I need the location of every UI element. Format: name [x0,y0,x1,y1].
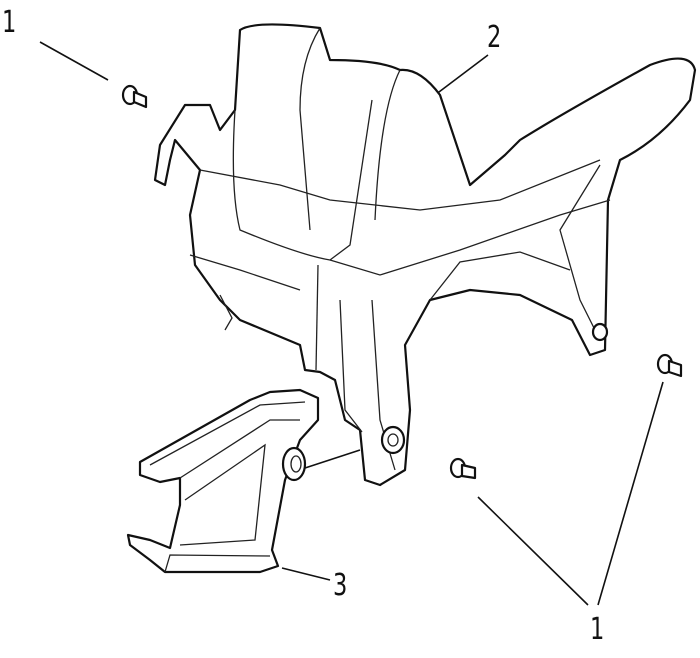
leader-line-3 [281,567,331,581]
screw-far-right [656,353,683,378]
leader-line-2 [434,54,489,96]
bracket-part-3 [126,388,320,574]
leader-line-1-top [39,41,109,81]
callout-label-2: 2 [487,20,502,55]
callout-label-1-top-left: 1 [2,5,17,40]
leader-line-1-bottom-a [477,496,589,606]
leader-line-1-bottom-b [597,381,664,606]
leader-line-3-to-2 [304,449,361,469]
fender-part-2 [153,23,697,487]
callout-label-3: 3 [333,568,348,603]
screw-top-left [121,84,148,109]
callout-label-1-bottom-right: 1 [590,612,605,647]
screw-middle-right [449,457,477,480]
